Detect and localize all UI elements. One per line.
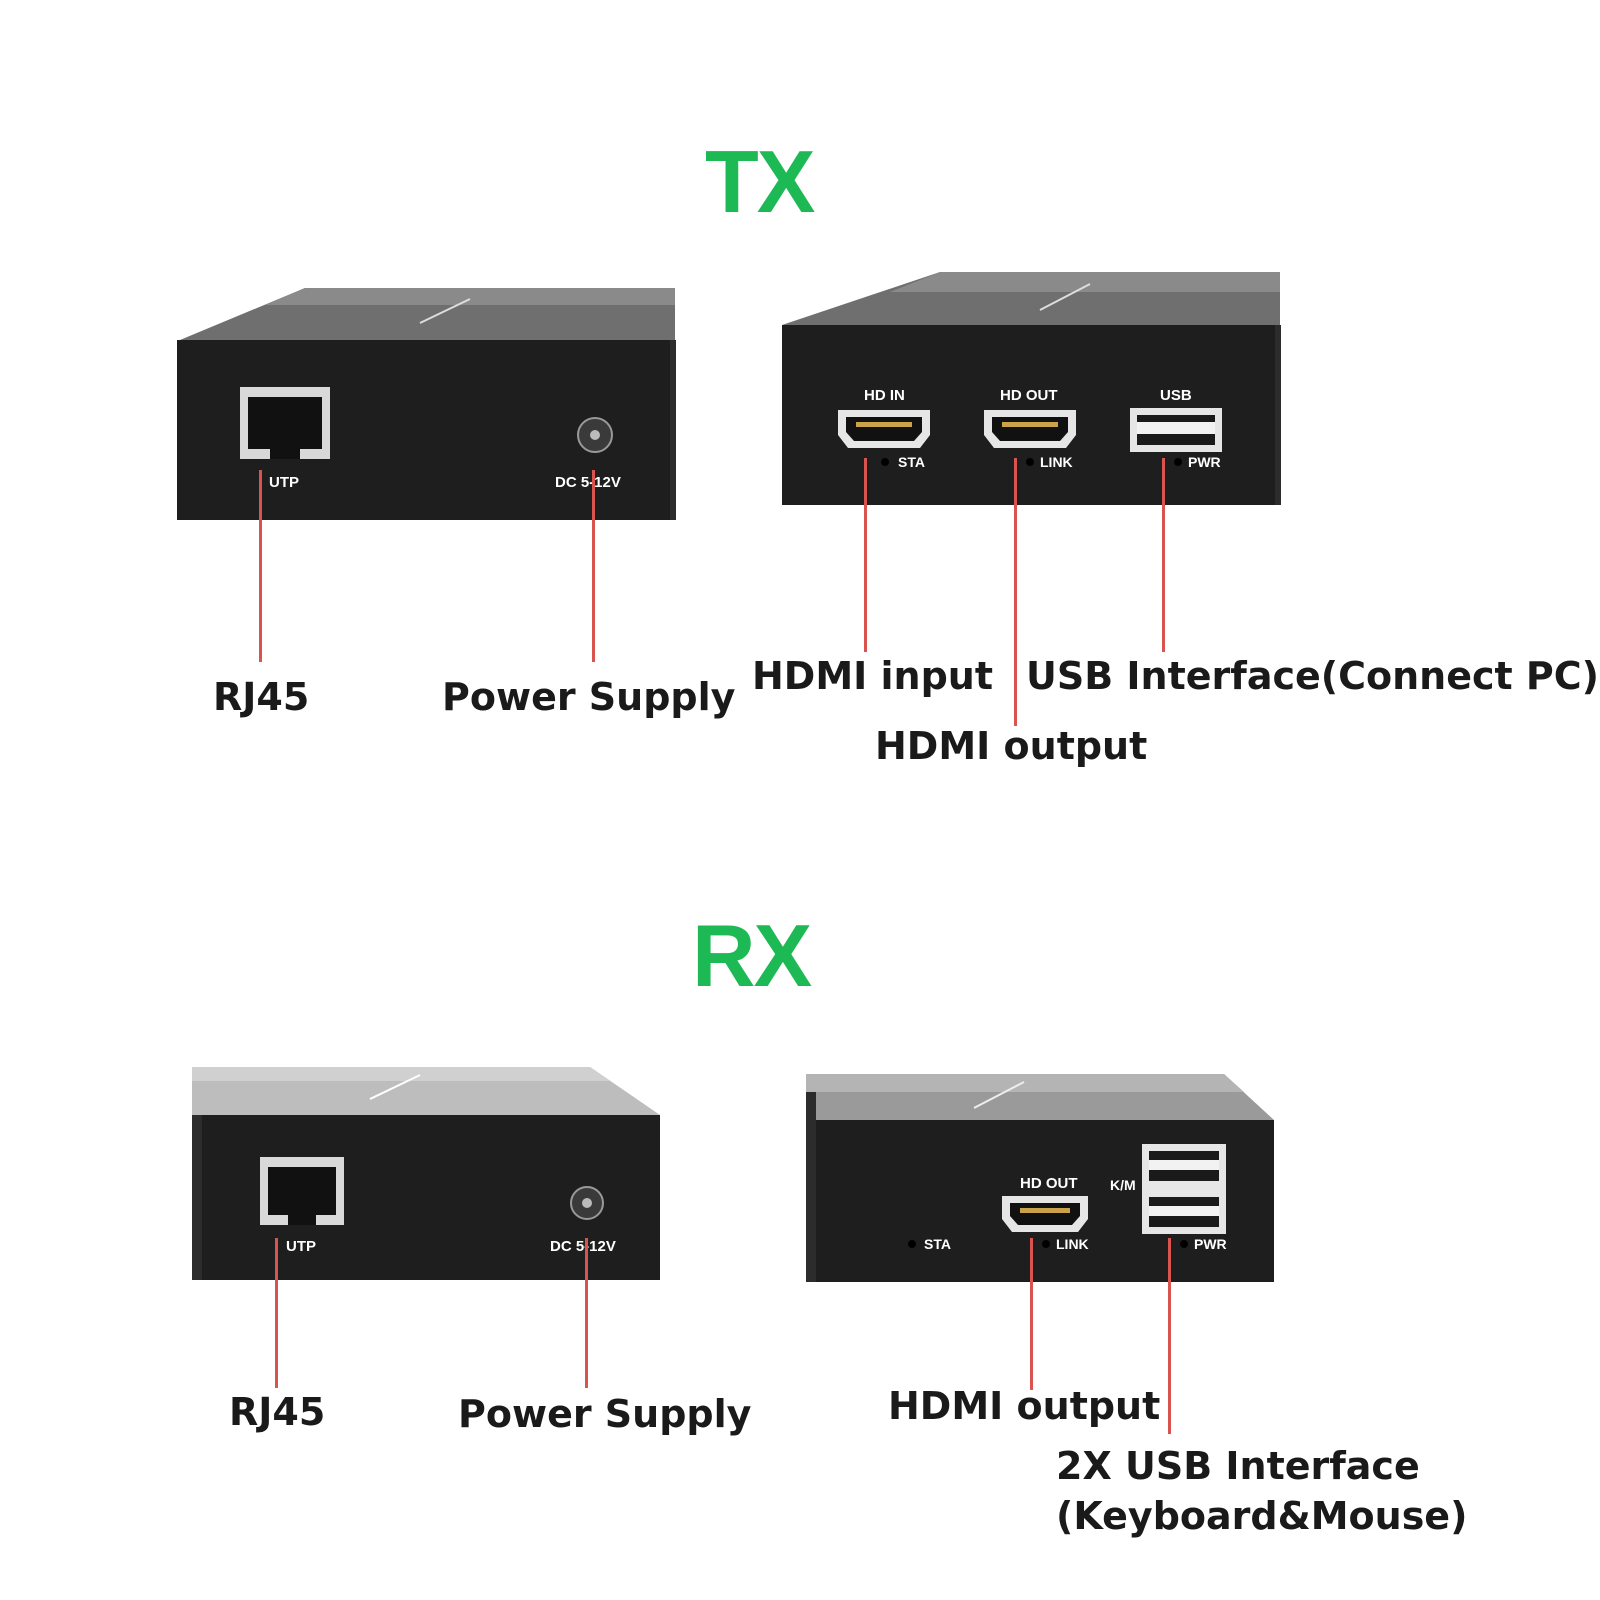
rx-sta-label: STA <box>924 1236 951 1252</box>
dc-jack-icon <box>577 417 613 453</box>
usb-port-icon <box>1130 408 1222 452</box>
svg-text:LINK: LINK <box>1056 1236 1089 1252</box>
rx-usb-callout-line2: (Keyboard&Mouse) <box>1056 1494 1468 1538</box>
hdmi-out-port-icon <box>1002 1196 1088 1232</box>
rx-rj45-callout-line <box>275 1238 278 1388</box>
tx-hdmi-output-callout: HDMI output <box>875 724 1148 768</box>
tx-power-callout-line <box>592 470 595 662</box>
rx-hdmi-output-callout: HDMI output <box>888 1384 1161 1428</box>
svg-text:PWR: PWR <box>1188 454 1221 470</box>
dual-usb-port-icon <box>1142 1144 1226 1234</box>
svg-text:LINK: LINK <box>1040 454 1073 470</box>
tx-utp-label: UTP <box>269 474 299 491</box>
tx-hd-out-label: HD OUT <box>1000 387 1058 404</box>
tx-dc-label: DC 5-12V <box>555 474 621 491</box>
rx-dc-label: DC 5-12V <box>550 1238 616 1255</box>
svg-text:HD OUT: HD OUT <box>1020 1175 1078 1192</box>
svg-text:STA: STA <box>924 1236 951 1252</box>
rx-power-callout: Power Supply <box>458 1392 752 1436</box>
tx-pwr-label: PWR <box>1188 454 1221 470</box>
tx-back-panel: UTP DC 5-12V <box>175 285 680 525</box>
svg-text:K/M: K/M <box>1110 1177 1136 1193</box>
rx-pwr-label: PWR <box>1194 1236 1227 1252</box>
rx-rj45-callout: RJ45 <box>229 1390 326 1434</box>
rx-hdmi-output-callout-line <box>1030 1238 1033 1390</box>
rj45-port-icon <box>260 1157 344 1225</box>
svg-text:UTP: UTP <box>269 474 299 491</box>
svg-text:HD IN: HD IN <box>864 387 905 404</box>
rx-usb-callout-line <box>1168 1238 1171 1434</box>
tx-sta-label: STA <box>898 454 925 470</box>
hdmi-out-port-icon <box>984 410 1076 448</box>
svg-text:PWR: PWR <box>1194 1236 1227 1252</box>
tx-hd-in-label: HD IN <box>864 387 905 404</box>
svg-text:DC 5-12V: DC 5-12V <box>555 474 621 491</box>
svg-text:UTP: UTP <box>286 1238 316 1255</box>
rx-front-panel: STA HD OUT LINK K/M PWR <box>804 1072 1279 1287</box>
tx-hdmi-output-callout-line <box>1014 458 1017 726</box>
svg-text:DC 5-12V: DC 5-12V <box>550 1238 616 1255</box>
tx-hdmi-input-callout-line <box>864 458 867 652</box>
rx-power-callout-line <box>585 1238 588 1388</box>
svg-text:USB: USB <box>1160 387 1192 404</box>
tx-title: TX <box>705 132 815 231</box>
tx-link-label: LINK <box>1040 454 1073 470</box>
tx-usb-callout: USB Interface(Connect PC) <box>1026 654 1600 698</box>
tx-power-callout: Power Supply <box>442 675 736 719</box>
dc-jack-icon <box>570 1186 604 1220</box>
tx-hdmi-input-callout: HDMI input <box>752 654 994 698</box>
tx-usb-callout-line <box>1162 458 1165 652</box>
rx-back-panel: UTP DC 5-12V <box>190 1065 665 1285</box>
tx-rj45-callout: RJ45 <box>213 675 310 719</box>
rx-hd-out-label: HD OUT <box>1020 1175 1078 1192</box>
rx-utp-label: UTP <box>286 1238 316 1255</box>
tx-usb-label: USB <box>1160 387 1192 404</box>
rx-link-label: LINK <box>1056 1236 1089 1252</box>
svg-text:STA: STA <box>898 454 925 470</box>
tx-front-panel: HD IN STA HD OUT LINK USB <box>780 270 1285 510</box>
rx-usb-callout-line1: 2X USB Interface <box>1056 1444 1420 1488</box>
svg-text:HD OUT: HD OUT <box>1000 387 1058 404</box>
hdmi-in-port-icon <box>838 410 930 448</box>
rj45-port-icon <box>240 387 330 459</box>
tx-rj45-callout-line <box>259 470 262 662</box>
rx-km-label: K/M <box>1110 1177 1136 1193</box>
rx-title: RX <box>692 906 812 1005</box>
